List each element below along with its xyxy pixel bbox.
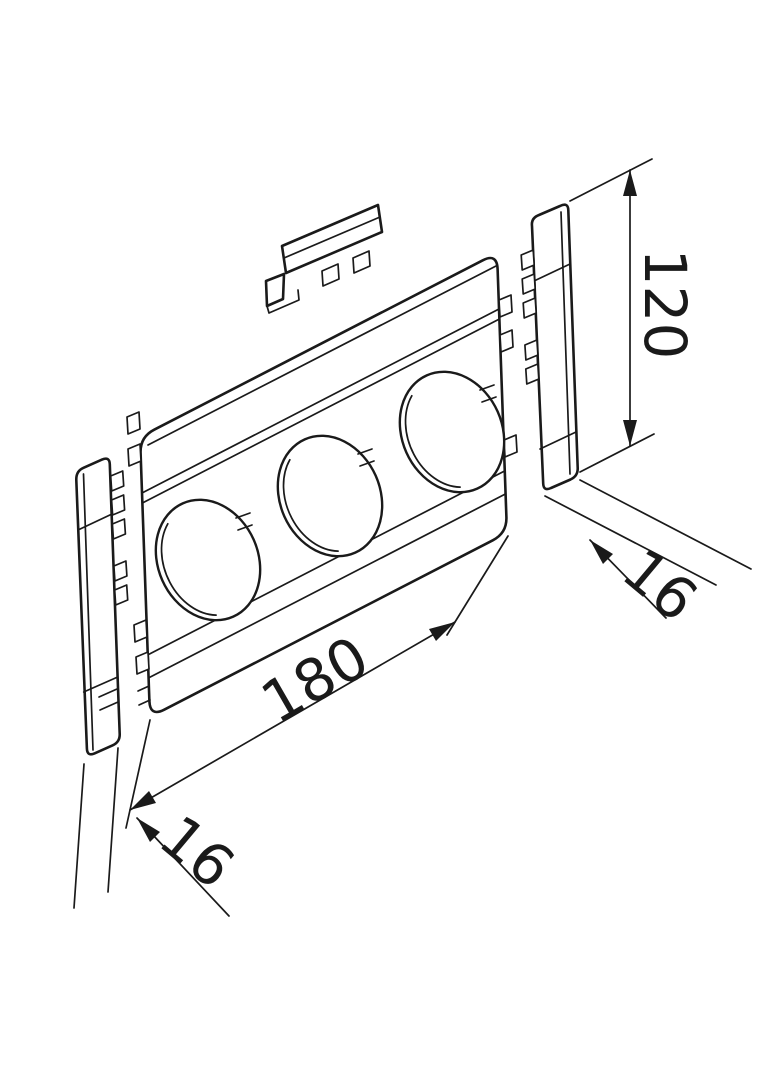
arrowhead-down	[623, 420, 637, 446]
left-profile-hook-mark	[99, 701, 119, 711]
left-profile-latch-tab	[111, 518, 127, 540]
left-profile-latch-tab	[113, 584, 129, 606]
cover-plate-left-latch	[127, 443, 142, 467]
arrowhead-down-left	[130, 791, 156, 810]
right-profile-fold-line	[560, 211, 571, 475]
dimension-depth-right-label: 16	[610, 535, 710, 635]
dimension-height-extension-line	[579, 433, 655, 473]
socket-cutout-2-hole	[276, 434, 384, 558]
dimension-height-extension-line	[569, 158, 653, 202]
clip-hook-lip	[266, 289, 300, 314]
socket-cutout-3-key-notch	[479, 384, 497, 403]
cover-plate-left-latch	[133, 619, 148, 643]
right-profile-latch-tab	[524, 339, 539, 361]
socket-cutout-2-wall-arc	[282, 458, 339, 552]
cover-plate-groove	[141, 318, 501, 504]
socket-cutout-1-hole	[154, 498, 262, 622]
dimension-depth-left-extension-line	[107, 747, 119, 893]
cover-plate-left-hook-mark	[138, 699, 151, 706]
cover-plate-groove	[146, 470, 506, 656]
cover-plate-top-edge-inner	[147, 265, 497, 446]
right-end-profile	[520, 203, 580, 491]
cover-plate-left-latch	[135, 651, 150, 675]
dimension-height-label: 120	[631, 249, 699, 360]
cover-plate-groove	[147, 493, 507, 679]
cover-plate-right-latch	[503, 434, 518, 458]
dimension-length-line	[129, 621, 456, 811]
cover-plate-groove	[141, 308, 500, 494]
left-profile-latch-tab	[113, 560, 128, 582]
cover-plate-left-latch	[126, 411, 141, 435]
right-profile-latch-tab	[521, 273, 537, 295]
left-profile-hook-mark	[98, 688, 118, 698]
dimension-height: 120	[569, 158, 699, 473]
left-end-profile	[74, 457, 129, 756]
right-profile-groove-top	[533, 263, 571, 282]
left-profile-latch-tab	[110, 494, 126, 516]
socket-cutout-1-key-notch	[235, 512, 253, 531]
socket-cutout-3-hole	[398, 370, 506, 494]
left-profile-groove-top	[77, 513, 113, 531]
socket-cutout-1-wall-arc	[160, 522, 217, 616]
arrowhead-up-right	[429, 622, 455, 641]
dimension-length-extension-line	[446, 535, 509, 636]
dimension-depth-right-extension-line	[579, 479, 752, 570]
socket-cutout-3	[398, 370, 506, 494]
arrowhead-up	[623, 170, 637, 196]
right-profile-latch-tab	[524, 363, 540, 385]
cover-plate-right-latch	[498, 294, 513, 318]
mounting-clip	[264, 203, 384, 314]
dimension-length-extension-line	[125, 719, 151, 829]
right-profile-groove-bottom	[539, 431, 577, 450]
clip-top-bar-inner-line	[283, 216, 381, 259]
clip-hook	[264, 272, 286, 308]
cover-plate	[126, 256, 518, 714]
dimension-depth-right: 16	[544, 479, 752, 635]
left-profile-fold-line	[82, 473, 94, 751]
cover-plate-right-latch	[499, 329, 514, 353]
dimension-depth-right-extension-line	[544, 495, 717, 586]
socket-cutout-2	[276, 434, 384, 558]
socket-cutout-3-wall-arc	[404, 394, 461, 488]
right-profile-body	[530, 203, 580, 491]
left-profile-latch-tab	[109, 470, 125, 492]
clip-foot	[352, 250, 371, 274]
socket-cutout-1	[154, 498, 262, 622]
dimension-depth-left-extension-line	[73, 763, 85, 909]
cover-plate-left-hook-mark	[137, 685, 150, 692]
left-profile-groove-bottom	[82, 676, 119, 693]
arrowhead-up-left	[590, 540, 613, 564]
arrowhead-up-left	[137, 818, 160, 842]
clip-foot	[321, 263, 340, 287]
right-profile-latch-tab	[522, 297, 538, 319]
right-profile-latch-tab	[520, 249, 536, 271]
dimension-depth-left-label: 16	[147, 802, 247, 902]
clip-top-bar	[280, 203, 384, 275]
socket-cutout-2-key-notch	[357, 448, 375, 467]
dimension-depth-left: 16	[73, 747, 247, 917]
